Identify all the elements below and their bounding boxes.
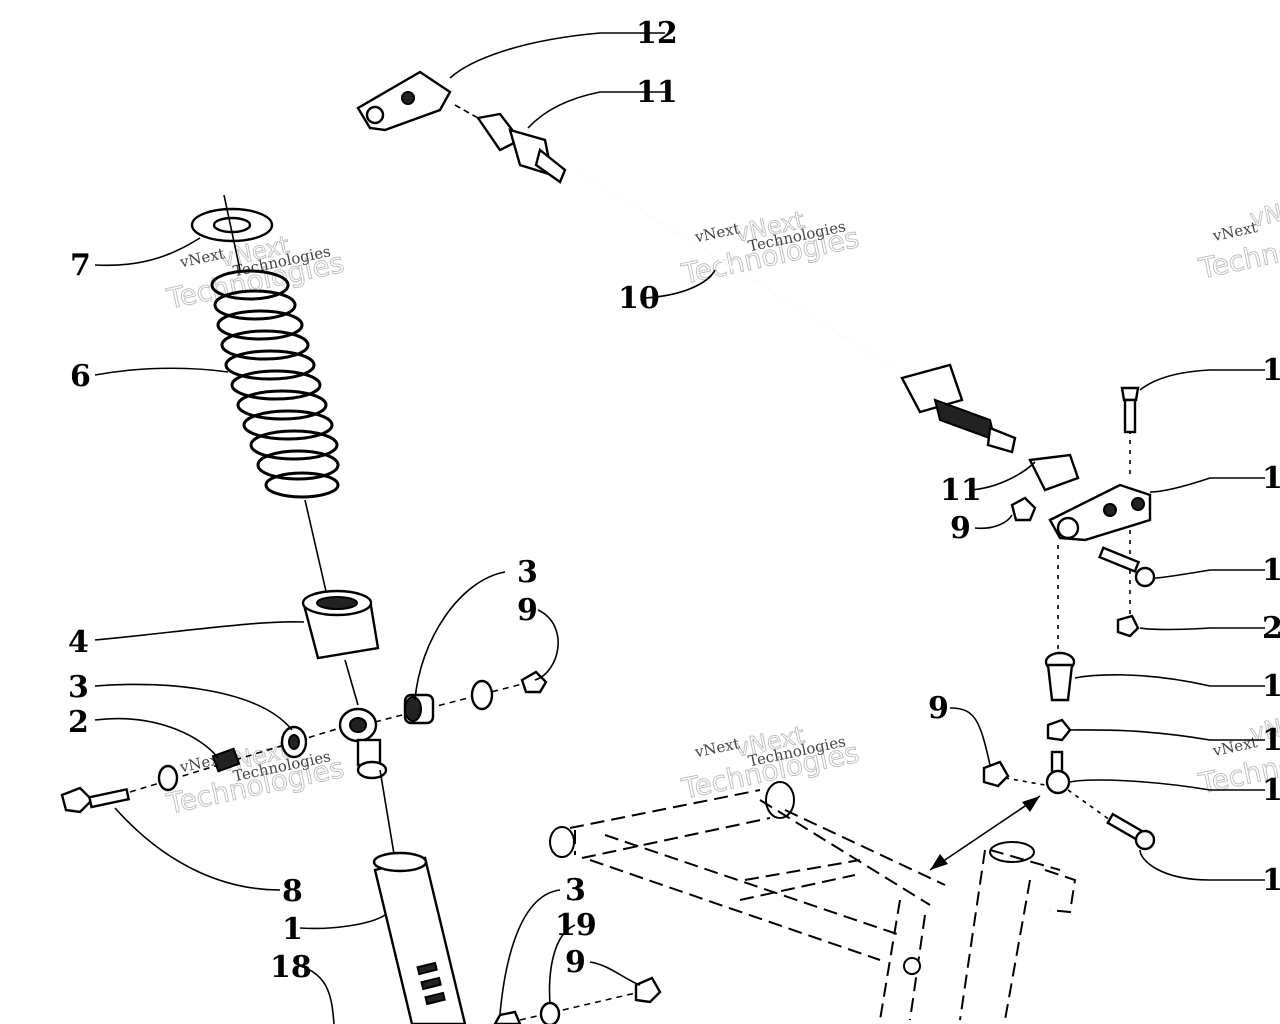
callout-17: 17 [1262,353,1280,388]
lower-rod-end-clevis [1048,483,1152,542]
spring-seat [301,589,380,660]
callout-9: 9 [928,691,949,726]
shock-body [372,851,467,1024]
stud-15 [1045,750,1071,795]
nut-21 [1116,614,1140,638]
nut-9 [520,670,548,694]
callout-9: 9 [565,945,586,980]
nut-14 [1046,718,1072,742]
callout-7: 7 [70,248,91,283]
shock-spring-assembly [60,194,662,1024]
bolt-17 [1120,386,1140,434]
callout-4: 4 [68,625,89,660]
callout-1: 1 [282,912,303,947]
axis-line [374,681,531,723]
callout-10: 10 [618,281,660,316]
bolt-16 [1106,812,1156,851]
callout-9: 9 [517,593,538,628]
axis-line [1004,777,1046,786]
callout-19: 19 [555,908,597,943]
nut-9 [982,760,1010,788]
nut-9 [634,976,662,1004]
double-arrow [929,795,1041,871]
upper-adjuster-sleeve [475,112,567,184]
bolt-16 [1098,546,1156,588]
washer-19 [539,1001,561,1024]
callout-18: 18 [270,950,312,985]
bushing-2 [211,747,241,773]
callout-16: 16 [1262,863,1280,898]
callout-labels: 12 11 10 7 6 4 3 2 8 1 18 3 9 3 19 9 11 … [68,16,1280,985]
tie-rod-assembly [356,70,1156,871]
callout-9: 9 [950,511,971,546]
a-arm-frame [549,781,1077,1021]
bushing-3 [403,693,435,725]
bushing-3 [493,1010,522,1024]
callout-13: 13 [1262,669,1280,704]
callout-3: 3 [68,670,89,705]
watermark: vNext vNext Technologies Technologies [163,735,348,821]
washer [157,764,179,792]
callout-14: 14 [1262,723,1280,758]
callout-12: 12 [636,16,678,51]
leader-lines [94,32,1265,1024]
callout-8: 8 [282,874,303,909]
watermark-sub1: vNext [692,219,741,246]
callout-15: 15 [1262,773,1280,808]
upper-rod-end-clevis [356,70,452,132]
axis-line [454,104,479,119]
shock-upper-eye [338,707,388,780]
callout-11: 11 [940,473,982,508]
spring-retainer-top [190,194,274,271]
callout-3: 3 [517,555,538,590]
washer [470,679,494,711]
watermark: vNext vNext Technologies Technologies [678,205,863,291]
coil-spring [210,269,340,499]
bolt-8 [60,786,131,814]
axis-line [519,991,641,1021]
callout-3: 3 [565,873,586,908]
axis-line [1067,789,1111,821]
watermark: vNext vNext Technologies [1195,190,1280,286]
nut-9 [1010,496,1037,522]
callout-11: 11 [636,75,678,110]
callout-16: 16 [1262,553,1280,588]
callout-21: 21 [1262,611,1280,646]
tie-rod-shaft-highlight [559,159,911,379]
watermark-sub1: vNext [692,734,741,761]
ball-joint-13 [1044,651,1076,702]
callout-2: 2 [68,705,89,740]
watermark-sub1: vNext [177,244,226,271]
callout-6: 6 [70,359,91,394]
callout-12: 12 [1262,461,1280,496]
lower-adjuster-sleeve [900,363,1080,492]
